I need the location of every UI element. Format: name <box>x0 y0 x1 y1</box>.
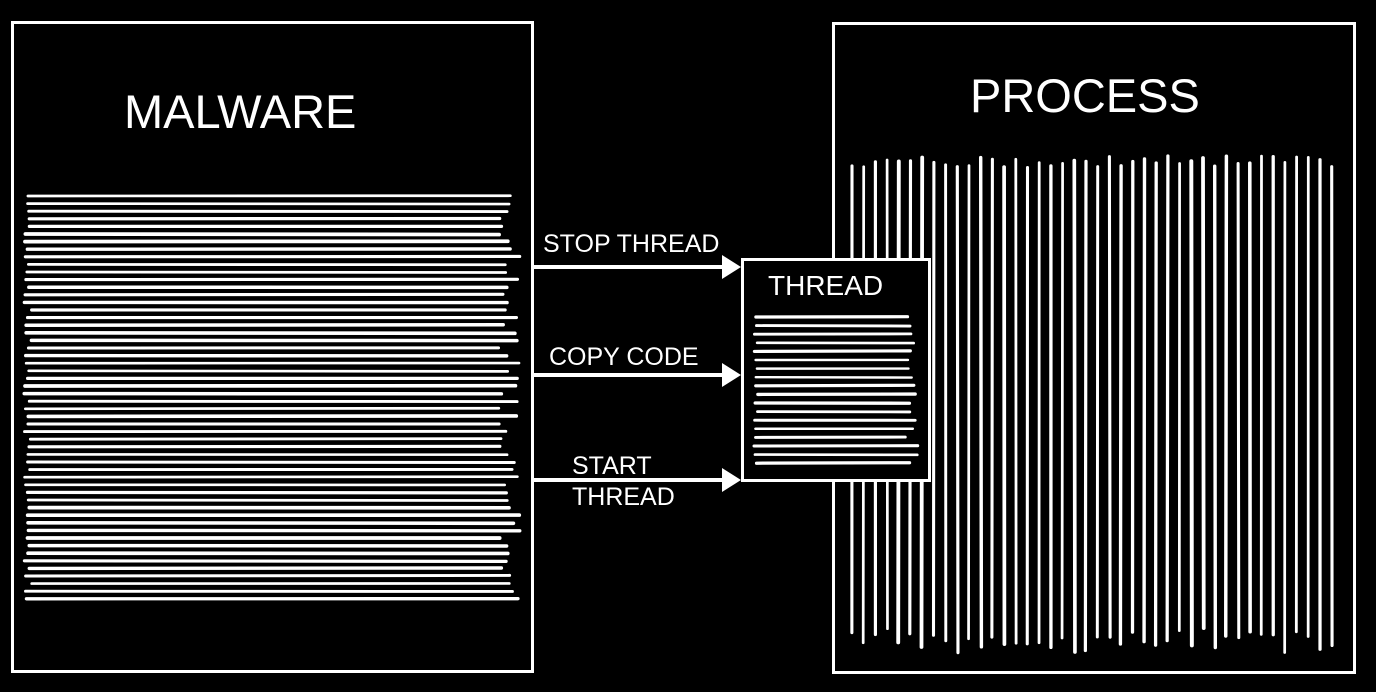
start-thread-label-line1: START <box>572 452 652 480</box>
malware-title: MALWARE <box>124 85 357 138</box>
copy-code-arrowhead <box>722 363 741 387</box>
copy-code-label: COPY CODE <box>549 343 699 371</box>
start-thread-arrowhead <box>722 468 741 492</box>
start-thread-label: START THREAD <box>572 451 675 513</box>
start-thread-label-line2: THREAD <box>572 483 675 511</box>
stop-thread-label: STOP THREAD <box>543 230 720 258</box>
stop-thread-arrowhead <box>722 255 741 279</box>
process-title: PROCESS <box>970 69 1200 122</box>
thread-title: THREAD <box>768 270 884 301</box>
